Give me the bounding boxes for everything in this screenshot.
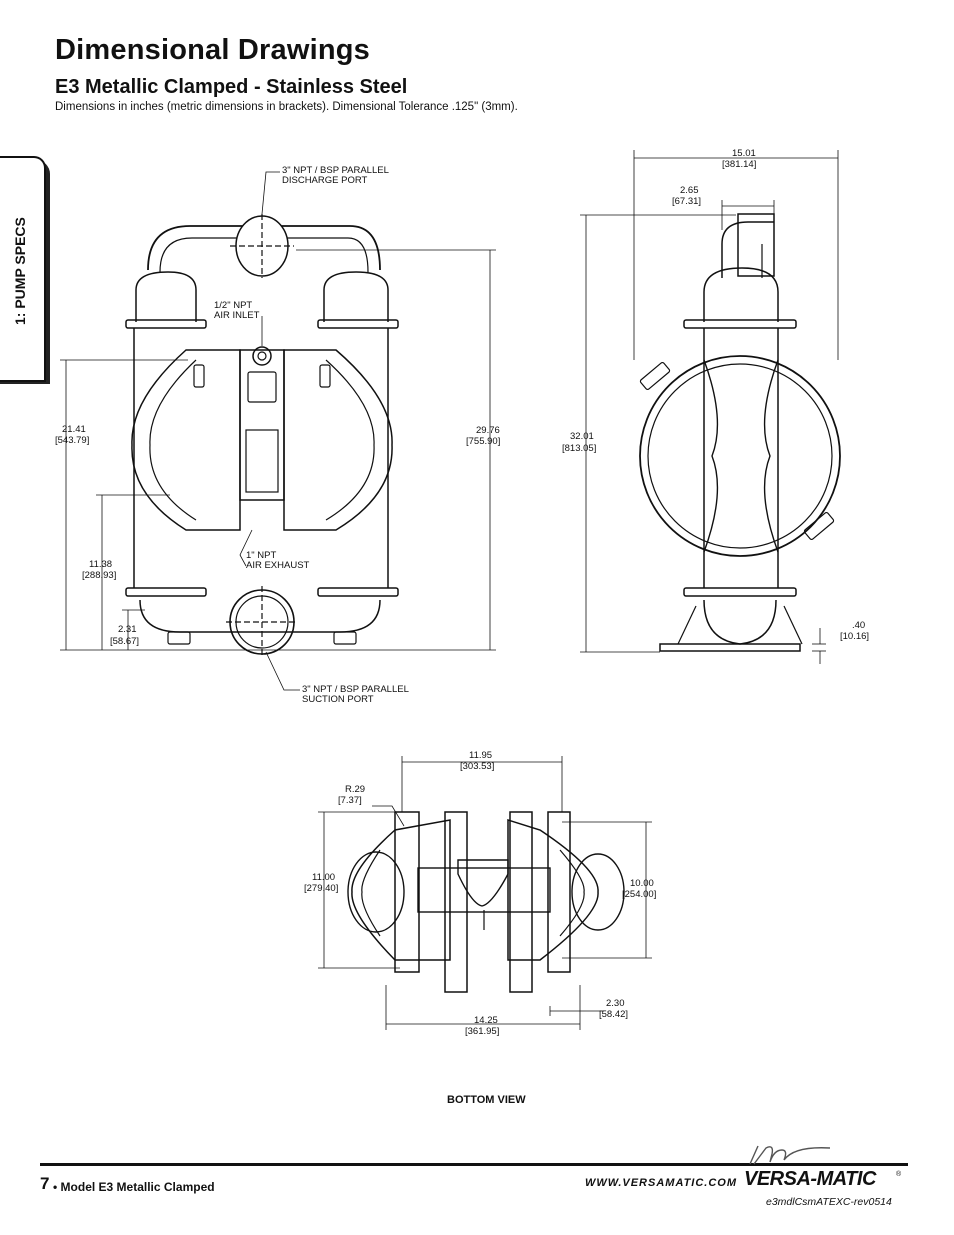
dimension-note: Dimensions in inches (metric dimensions … <box>55 101 518 113</box>
side-tab <box>0 156 46 382</box>
dim-0-40-mm: [10.16] <box>840 631 869 642</box>
dim-32-01-mm: [813.05] <box>562 443 596 454</box>
bottom-view-drawing <box>347 811 625 993</box>
footer-model: • Model E3 Metallic Clamped <box>53 1180 215 1194</box>
dim-2-65-in: 2.65 <box>680 185 699 196</box>
dim-15-01-mm: [381.14] <box>722 159 756 170</box>
dim-14-25-in: 14.25 <box>474 1015 498 1026</box>
air-inlet-label-1: 1/2" NPT <box>214 300 252 311</box>
dim-15-01-in: 15.01 <box>732 148 756 159</box>
dim-2-31-mm: [58.67] <box>110 636 139 647</box>
dim-32-01-in: 32.01 <box>570 431 594 442</box>
page-number: 7 <box>40 1174 50 1193</box>
air-inlet-label-2: AIR INLET <box>214 310 260 321</box>
brand-logo: VERSA-MATIC <box>744 1168 876 1190</box>
dim-11-38-in: 11.38 <box>89 559 112 570</box>
air-exhaust-label-1: 1" NPT <box>246 550 276 561</box>
bottom-view-dimensions <box>318 756 652 1030</box>
dim-11-00-in: 11.00 <box>312 872 335 883</box>
vm-logo-mark <box>749 1145 831 1165</box>
dim-29-76-mm: [755.90] <box>466 436 500 447</box>
dim-r-29-mm: [7.37] <box>338 795 362 806</box>
dim-2-65-mm: [67.31] <box>672 196 701 207</box>
dim-11-38-mm: [288.93] <box>82 570 116 581</box>
dim-10-00-in: 10.00 <box>630 878 654 889</box>
dim-21-41-in: 21.41 <box>62 424 86 435</box>
dim-2-30-mm: [58.42] <box>599 1009 628 1020</box>
footer-website: WWW.VERSAMATIC.COM <box>585 1177 738 1189</box>
dim-11-95-in: 11.95 <box>469 750 492 761</box>
front-view-drawing <box>125 214 399 658</box>
dim-29-76-in: 29.76 <box>476 425 500 436</box>
footer-rule <box>40 1163 908 1166</box>
discharge-port-label-1: 3" NPT / BSP PARALLEL <box>282 165 389 176</box>
dim-11-00-mm: [279.40] <box>304 883 338 894</box>
dim-14-25-mm: [361.95] <box>465 1026 499 1037</box>
dimension-labels: 3" NPT / BSP PARALLEL DISCHARGE PORT 1/2… <box>55 148 869 1106</box>
dim-11-95-mm: [303.53] <box>460 761 494 772</box>
side-view-drawing <box>639 213 841 652</box>
bottom-view-caption: BOTTOM VIEW <box>447 1094 526 1106</box>
air-exhaust-label-2: AIR EXHAUST <box>246 560 310 571</box>
suction-port-label-2: SUCTION PORT <box>302 694 374 705</box>
page-title: Dimensional Drawings <box>55 34 371 66</box>
front-view-dimensions <box>60 171 496 691</box>
discharge-port-label-2: DISCHARGE PORT <box>282 175 368 186</box>
revision-code: e3mdlCsmATEXC-rev0514 <box>766 1196 892 1208</box>
dim-21-41-mm: [543.79] <box>55 435 89 446</box>
suction-port-label-1: 3" NPT / BSP PARALLEL <box>302 684 409 695</box>
registered-mark: ® <box>896 1171 902 1178</box>
dim-0-40-in: .40 <box>852 620 865 631</box>
section-subtitle: E3 Metallic Clamped - Stainless Steel <box>55 76 408 98</box>
dim-r-29: R.29 <box>345 784 365 795</box>
dim-2-30-in: 2.30 <box>606 998 625 1009</box>
side-view-dimensions <box>580 150 839 664</box>
dim-2-31-in: 2.31 <box>118 624 137 635</box>
dim-10-00-mm: [254.00] <box>622 889 656 900</box>
